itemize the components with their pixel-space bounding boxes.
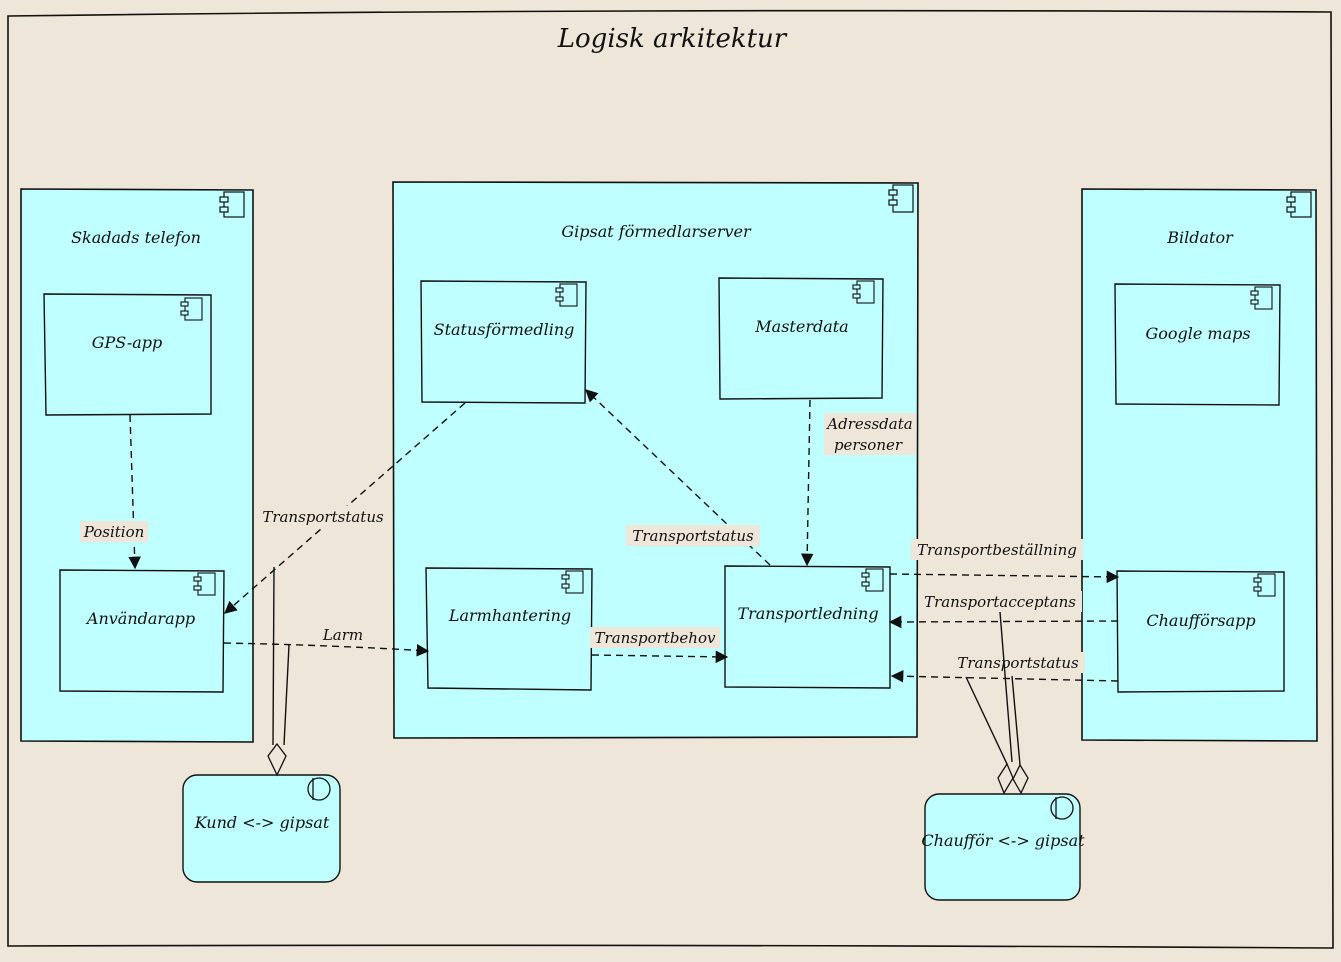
edge-master-to-transport[interactable] — [800, 399, 814, 567]
component-google-maps[interactable]: Google maps — [1114, 283, 1281, 406]
component-icon — [193, 572, 216, 596]
interface-driver[interactable]: Chaufför <-> gipsat — [921, 793, 1085, 901]
interface-icon — [307, 777, 331, 801]
edge-gps-to-user-app[interactable] — [128, 414, 141, 570]
edge-status-right-label: Transportstatus — [957, 654, 1079, 672]
interface-customer[interactable]: Kund <-> gipsat — [182, 774, 341, 883]
component-status[interactable]: Statusförmedling — [420, 280, 587, 404]
edge-address-label-2: personer — [834, 436, 903, 454]
component-user-app[interactable]: Användarapp — [59, 569, 225, 693]
edge-position-label: Position — [83, 523, 145, 541]
component-master-label: Masterdata — [754, 317, 848, 336]
component-alarm[interactable]: Larmhantering — [425, 567, 593, 691]
component-icon — [180, 297, 203, 321]
edge-driver-app-accept[interactable] — [888, 615, 1119, 629]
edge-status-left-label: Transportstatus — [262, 508, 384, 526]
link-driver-interface[interactable] — [965, 611, 1029, 795]
component-alarm-label: Larmhantering — [448, 606, 571, 625]
component-icon — [861, 568, 884, 592]
diagram-title: Logisk arkitektur — [557, 24, 788, 54]
component-icon — [561, 570, 584, 594]
edge-user-app-to-alarm[interactable] — [223, 642, 430, 657]
link-customer-interface[interactable] — [267, 566, 290, 777]
interface-driver-label: Chaufför <-> gipsat — [921, 831, 1085, 850]
component-icon — [852, 280, 875, 304]
interface-customer-label: Kund <-> gipsat — [194, 813, 330, 832]
component-icon — [555, 283, 578, 307]
component-icon — [1253, 573, 1276, 597]
component-gps-app[interactable]: GPS-app — [43, 293, 212, 416]
component-transport-label: Transportledning — [737, 604, 878, 623]
component-driver-app[interactable]: Chaufförsapp — [1116, 570, 1285, 693]
node-icon — [219, 191, 245, 218]
component-master[interactable]: Masterdata — [718, 277, 884, 400]
edge-address-label-1: Adressdata — [825, 415, 912, 433]
node-icon — [888, 184, 914, 213]
node-server-label: Gipsat förmedlarserver — [561, 222, 752, 241]
node-car-label: Bildator — [1166, 228, 1234, 247]
edge-status-center-label: Transportstatus — [632, 527, 754, 545]
node-icon — [1286, 191, 1312, 218]
edge-need-label: Transportbehov — [595, 629, 716, 647]
component-icon — [1250, 286, 1273, 310]
component-gps-label: GPS-app — [92, 333, 163, 352]
edge-alarm-label: Larm — [322, 626, 363, 644]
outer-frame — [7, 9, 1334, 949]
component-google-maps-label: Google maps — [1145, 324, 1250, 343]
edge-alarm-to-transport[interactable] — [591, 650, 729, 664]
edge-accept-label: Transportacceptans — [924, 593, 1076, 611]
component-transport[interactable]: Transportledning — [724, 565, 891, 689]
edge-order-label: Transportbeställning — [917, 541, 1077, 559]
interface-icon — [1050, 796, 1074, 820]
component-driver-app-label: Chaufförsapp — [1146, 611, 1255, 630]
component-user-app-label: Användarapp — [85, 609, 195, 628]
edge-transport-to-driver-app[interactable] — [889, 570, 1120, 584]
node-phone-label: Skadads telefon — [71, 228, 201, 247]
component-status-label: Statusförmedling — [434, 320, 575, 339]
